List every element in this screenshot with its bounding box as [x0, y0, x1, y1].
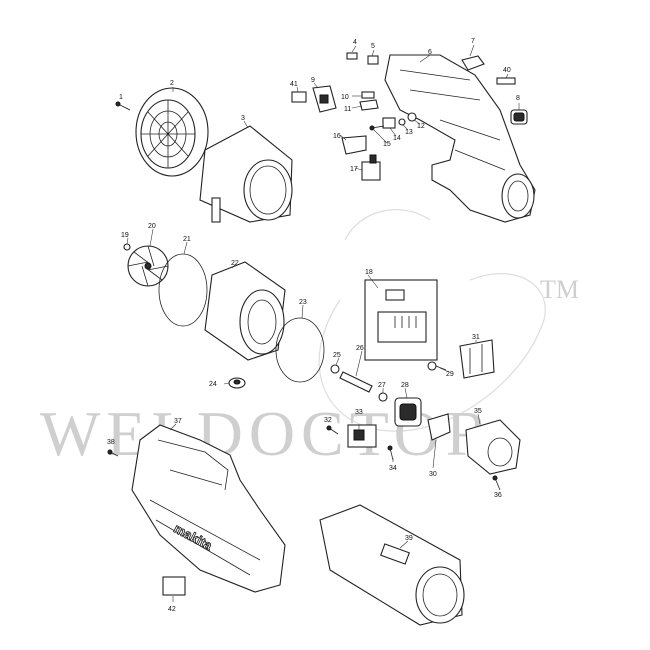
callout-4: 4 [353, 39, 357, 46]
part-33 [347, 424, 377, 448]
part-8 [510, 109, 528, 125]
callout-22: 22 [231, 260, 239, 267]
part-21-ring [158, 253, 208, 327]
part-14 [382, 117, 396, 129]
part-13 [398, 118, 406, 126]
callout-42: 42 [168, 606, 176, 613]
callout-37: 37 [174, 418, 182, 425]
part-32 [326, 425, 339, 435]
callout-27: 27 [378, 382, 386, 389]
callout-11: 11 [344, 106, 351, 113]
part-11 [359, 99, 379, 111]
leader-lines [126, 44, 520, 602]
callout-35: 35 [474, 408, 482, 415]
part-15 [369, 125, 385, 131]
callout-19: 19 [121, 232, 129, 239]
callout-30: 30 [429, 471, 437, 478]
part-30 [427, 413, 451, 441]
part-22-motor-housing [204, 261, 286, 361]
part-10 [361, 91, 375, 99]
part-27 [378, 392, 388, 402]
part-25 [330, 364, 340, 374]
callout-8: 8 [516, 95, 520, 102]
part-17-switch [361, 154, 381, 181]
callout-25: 25 [333, 352, 341, 359]
callout-20: 20 [148, 223, 156, 230]
part-2-fan-cover [135, 87, 209, 177]
part-35-nozzle-cap [465, 419, 521, 475]
callout-41: 41 [290, 81, 298, 88]
callout-40: 40 [503, 67, 511, 74]
callout-2: 2 [170, 80, 174, 87]
part-5 [367, 55, 379, 65]
part-6-upper-housing [384, 54, 536, 223]
callout-7: 7 [471, 38, 475, 45]
callout-29: 29 [446, 371, 454, 378]
callout-31: 31 [472, 334, 480, 341]
part-23-ring [275, 317, 325, 383]
part-9-switch-plate [312, 85, 337, 113]
part-31 [459, 339, 495, 379]
part-36 [492, 475, 501, 491]
part-42-label [162, 576, 186, 596]
callout-24: 24 [209, 381, 217, 388]
callout-5: 5 [371, 43, 375, 50]
part-3-fan-housing [199, 125, 293, 223]
callout-28: 28 [401, 382, 409, 389]
callout-15: 15 [383, 141, 391, 148]
callout-34: 34 [389, 465, 397, 472]
watermark-text: WELDOCTOR [40, 398, 495, 469]
callout-38: 38 [107, 439, 115, 446]
part-1-screw [115, 101, 131, 111]
callout-23: 23 [299, 299, 307, 306]
part-39-nozzle [319, 504, 465, 626]
part-16 [341, 135, 367, 155]
callout-17: 17 [350, 166, 358, 173]
callout-33: 33 [355, 409, 363, 416]
callout-12: 12 [417, 123, 425, 130]
callout-36: 36 [494, 492, 502, 499]
callout-numbers: 1 2 3 4 5 6 7 8 9 10 11 12 13 14 15 16 1… [107, 38, 520, 613]
part-29 [427, 361, 447, 371]
watermark-trademark: TM [540, 275, 579, 304]
callout-32: 32 [324, 417, 332, 424]
callout-1: 1 [119, 94, 123, 101]
callout-39: 39 [405, 535, 413, 542]
part-40-label [496, 77, 516, 85]
callout-14: 14 [393, 135, 401, 142]
part-38 [107, 449, 119, 457]
callout-10: 10 [341, 94, 349, 101]
part-41-label [291, 91, 307, 103]
callout-16: 16 [333, 133, 341, 140]
part-37-lower-housing: makita [131, 424, 286, 593]
part-34 [387, 445, 394, 461]
callout-18: 18 [365, 269, 373, 276]
part-4 [346, 52, 358, 60]
part-24 [228, 377, 246, 389]
callout-26: 26 [356, 345, 364, 352]
callout-13: 13 [405, 129, 413, 136]
part-19 [123, 243, 131, 251]
part-20-fan [127, 245, 169, 287]
callout-3: 3 [241, 115, 245, 122]
part-12 [407, 112, 417, 122]
part-7 [461, 55, 485, 71]
callout-6: 6 [428, 49, 432, 56]
part-18-controller [364, 274, 438, 361]
part-28-motor [394, 397, 422, 427]
part-26-shaft [339, 371, 373, 393]
callout-9: 9 [311, 77, 315, 84]
callout-21: 21 [183, 236, 191, 243]
